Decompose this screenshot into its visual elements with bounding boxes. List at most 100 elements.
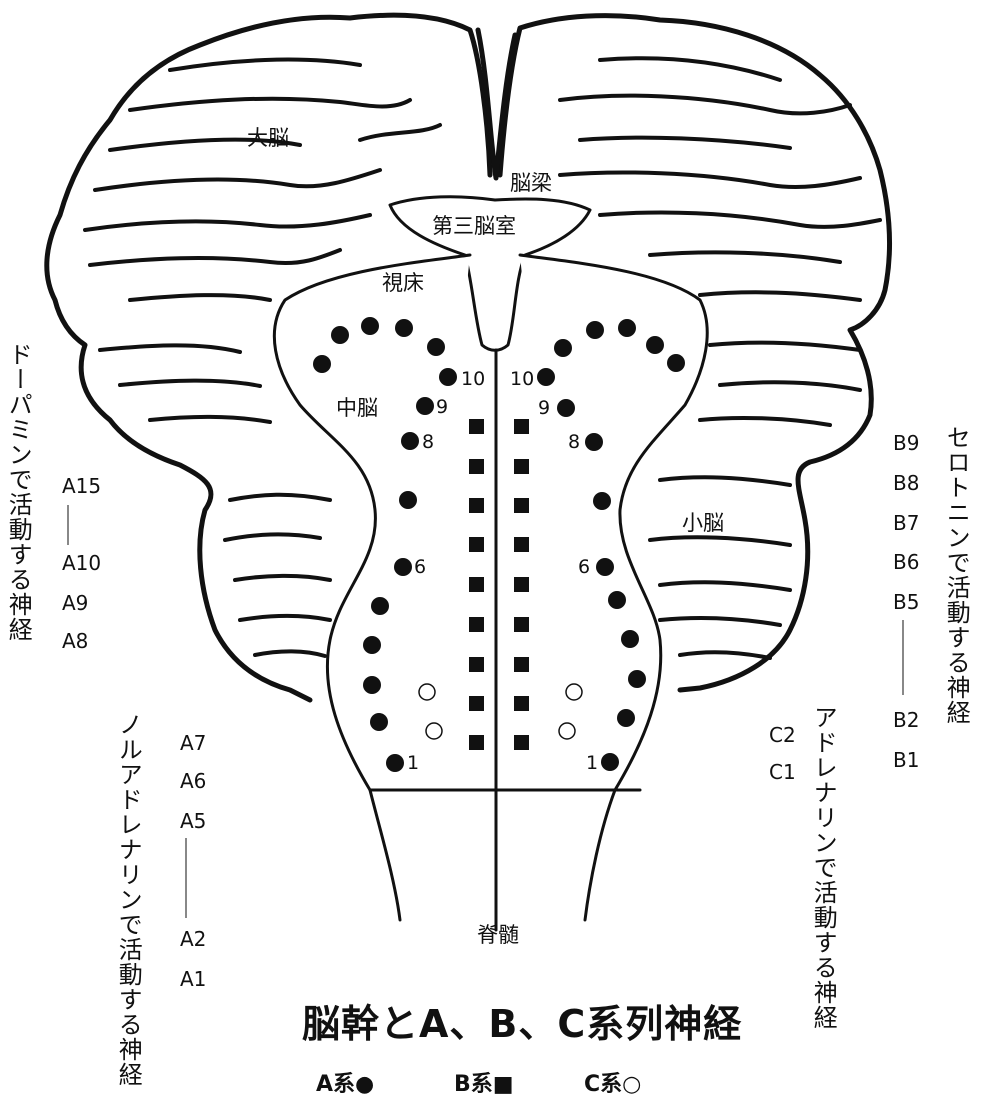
square-b [469,577,484,592]
square-b [469,498,484,513]
dot-a [621,630,639,648]
midbrain-label: 中脳 [336,398,378,419]
brainstem-outline [274,255,470,920]
dot-a [586,321,604,339]
square-b [514,419,529,434]
dopamine-label-a9: A9 [62,593,88,613]
dot-a [667,354,685,372]
third-ventricle-label: 第三脳室 [432,216,516,237]
dot-a1 [386,754,404,772]
diagram-title: 脳幹とA、B、C系列神経 [302,993,742,1048]
dopamine-label-a15: A15 [62,476,101,496]
dot-a [331,326,349,344]
legend-item-c: C系○ [584,1066,641,1098]
square-b [514,577,529,592]
adrenaline-label-c1: C1 [769,762,796,782]
noradrenaline-label-a6: A6 [180,771,206,791]
square-b [514,696,529,711]
dot-a8 [401,432,419,450]
circle-c [566,684,582,700]
nucleus-number-right-6: 6 [578,558,590,577]
dot-a8 [585,433,603,451]
square-b [469,657,484,672]
adrenaline-label-c2: C2 [769,725,796,745]
b-series-squares [469,419,529,750]
square-b [469,735,484,750]
cerebrum-label: 大脳 [247,128,289,149]
square-b [514,735,529,750]
nucleus-number-right-10: 10 [510,370,534,389]
dot-a [618,319,636,337]
serotonin-label-b8: B8 [893,473,919,493]
legend-label-b: B系 [454,1072,493,1097]
dopamine-label-a8: A8 [62,631,88,651]
dot-a [628,670,646,688]
nucleus-number-left-1: 1 [407,754,419,773]
legend-label-a: A系 [316,1072,355,1097]
filled-square-icon: ■ [493,1072,514,1097]
adrenaline-caption: アドレナリンで活動する神経 [810,705,835,1030]
square-b [469,459,484,474]
square-b [469,617,484,632]
noradrenaline-caption: ノルアドレナリンで活動する神経 [115,712,140,1087]
legend-item-a: A系● [316,1066,374,1098]
corpus-callosum-label: 脳梁 [510,173,552,194]
nucleus-number-right-9: 9 [538,399,550,418]
square-b [514,657,529,672]
serotonin-label-b1: B1 [893,750,919,770]
nucleus-number-left-10: 10 [461,370,485,389]
square-b [469,696,484,711]
noradrenaline-label-a5: A5 [180,811,206,831]
serotonin-label-b5: B5 [893,592,919,612]
serotonin-label-b2: B2 [893,710,919,730]
square-b [514,617,529,632]
dot-a [399,491,417,509]
nucleus-number-left-8: 8 [422,433,434,452]
noradrenaline-label-a7: A7 [180,733,206,753]
dot-a [608,591,626,609]
range-lines [68,505,903,918]
dot-a9 [416,397,434,415]
square-b [469,419,484,434]
spinal-cord-label: 脊髄 [477,925,519,946]
dot-a1 [601,753,619,771]
serotonin-caption: セロトニンで活動する神経 [943,425,968,725]
square-b [514,459,529,474]
dot-a [427,338,445,356]
noradrenaline-label-a2: A2 [180,929,206,949]
square-b [514,537,529,552]
nucleus-number-right-1: 1 [586,754,598,773]
dot-a [593,492,611,510]
dot-a9 [557,399,575,417]
cerebellum-label: 小脳 [682,513,724,534]
square-b [469,537,484,552]
dot-a10 [537,368,555,386]
thalamus-label: 視床 [382,273,424,294]
dot-a [361,317,379,335]
dot-a [395,319,413,337]
serotonin-label-b6: B6 [893,552,919,572]
legend-label-c: C系 [584,1072,622,1097]
dot-a [363,676,381,694]
dot-a6 [596,558,614,576]
circle-c [419,684,435,700]
dot-a10 [439,368,457,386]
dot-a [646,336,664,354]
dot-a [371,597,389,615]
dot-a6 [394,558,412,576]
serotonin-label-b7: B7 [893,513,919,533]
legend-item-b: B系■ [454,1066,514,1098]
nucleus-number-left-9: 9 [436,398,448,417]
square-b [514,498,529,513]
noradrenaline-label-a1: A1 [180,969,206,989]
circle-c [426,723,442,739]
open-circle-icon: ○ [622,1072,641,1097]
dot-a [617,709,635,727]
dopamine-label-a10: A10 [62,553,101,573]
nucleus-number-left-6: 6 [414,558,426,577]
circle-c [559,723,575,739]
dot-a [363,636,381,654]
dot-a [554,339,572,357]
dot-a [370,713,388,731]
